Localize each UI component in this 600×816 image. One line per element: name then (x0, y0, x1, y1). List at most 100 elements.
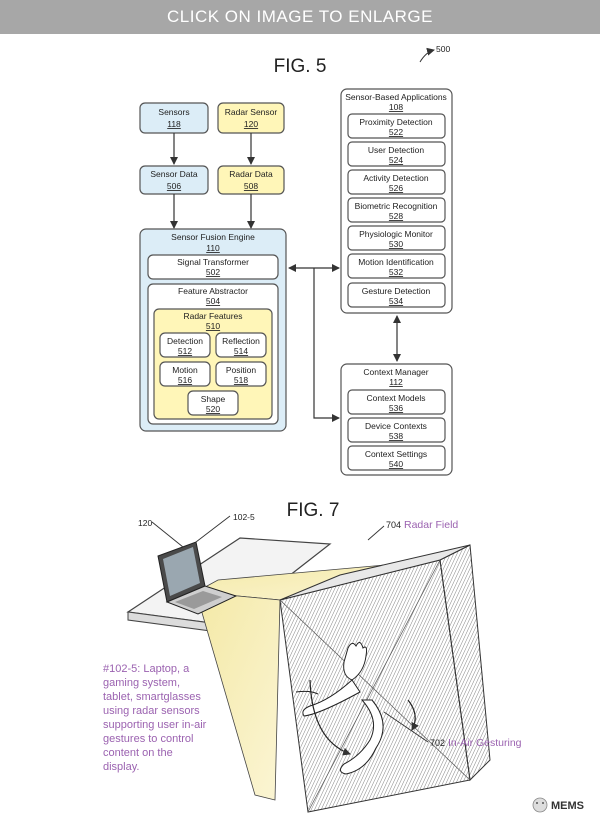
context-manager-label: Context Manager (363, 367, 428, 377)
context-ref: 538 (389, 431, 403, 441)
click-to-enlarge-banner[interactable]: CLICK ON IMAGE TO ENLARGE (0, 0, 600, 34)
radar-data-box: Radar Data 508 (217, 165, 285, 195)
radar-beam-front (195, 591, 281, 801)
app-gesture-detection: Gesture Detection 534 (347, 282, 446, 308)
fig7-leader-120 (151, 521, 184, 548)
signal-transformer-box: Signal Transformer 502 (147, 254, 279, 280)
fig7-ref-102-5: 102-5 (233, 512, 255, 522)
radar-features-ref: 510 (206, 321, 220, 331)
context-settings-box: Context Settings 540 (347, 445, 446, 471)
fig5-ref-leader (419, 47, 435, 63)
caption-line: display. (103, 761, 139, 773)
radar-features-label: Radar Features (183, 311, 242, 321)
radar-feature-label: Motion (172, 365, 198, 375)
sensor-fusion-engine-ref: 110 (206, 243, 220, 253)
radar-feature-ref: 514 (234, 346, 248, 356)
radar-field-volume (279, 544, 491, 813)
gesture-hand-illustration (295, 642, 384, 775)
context-label: Context Models (366, 393, 425, 403)
fig5-title: FIG. 5 (274, 56, 327, 77)
feature-abstractor-label: Feature Abstractor (178, 286, 248, 296)
device-contexts-box: Device Contexts 538 (347, 417, 446, 443)
app-label: Biometric Recognition (355, 201, 438, 211)
fusion-context-connector (313, 268, 340, 422)
context-ref: 540 (389, 459, 403, 469)
radar-feature-motion: Motion 516 (159, 361, 211, 387)
app-user-detection: User Detection 524 (347, 141, 446, 167)
caption-line: supporting user in-air (103, 719, 207, 731)
app-ref: 524 (389, 155, 403, 165)
caption-line: content on the (103, 747, 173, 759)
laptop-illustration (157, 541, 238, 615)
radar-sensor-label: Radar Sensor (225, 107, 278, 117)
caption-line: gaming system, (103, 677, 180, 689)
context-manager-ref: 112 (389, 377, 403, 387)
fig5-ref-number: 500 (436, 44, 450, 54)
sensor-based-applications-label: Sensor-Based Applications (345, 92, 447, 102)
app-label: Motion Identification (358, 257, 434, 267)
mems-watermark: MEMS (532, 797, 584, 813)
gesture-arc-arrow-right (407, 699, 419, 731)
context-label: Device Contexts (365, 421, 427, 431)
fig7-caption: #102-5: Laptop, a gaming system, tablet,… (103, 663, 207, 773)
caption-line: gestures to control (103, 733, 194, 745)
sensor-fusion-engine-label: Sensor Fusion Engine (171, 232, 255, 242)
sensor-data-label: Sensor Data (150, 169, 198, 179)
app-ref: 522 (389, 127, 403, 137)
radar-feature-label: Detection (167, 336, 203, 346)
radar-data-ref: 508 (244, 181, 258, 191)
radar-feature-ref: 516 (178, 375, 192, 385)
context-label: Context Settings (365, 449, 427, 459)
gesture-arc-arrow (309, 679, 351, 756)
caption-line: using radar sensors (103, 705, 200, 717)
sensors-label: Sensors (158, 107, 189, 117)
signal-transformer-label: Signal Transformer (177, 257, 249, 267)
fig7-ref-120: 120 (138, 518, 152, 528)
radar-data-label: Radar Data (229, 169, 273, 179)
radar-feature-detection: Detection 512 (159, 332, 211, 358)
app-ref: 526 (389, 183, 403, 193)
radar-feature-label: Reflection (222, 336, 260, 346)
radar-feature-ref: 518 (234, 375, 248, 385)
radar-feature-ref: 520 (206, 404, 220, 414)
app-ref: 532 (389, 267, 403, 277)
radar-field-label: Radar Field (404, 519, 458, 531)
radar-sensor-box: Radar Sensor 120 (217, 102, 285, 134)
radar-feature-ref: 512 (178, 346, 192, 356)
radar-sensor-ref: 120 (244, 119, 258, 129)
fig7-ref-704: 704 (386, 520, 401, 530)
sensor-data-box: Sensor Data 506 (139, 165, 209, 195)
app-motion-identification: Motion Identification 532 (347, 253, 446, 279)
feature-abstractor-ref: 504 (206, 296, 220, 306)
caption-line: tablet, smartglasses (103, 691, 201, 703)
app-proximity-detection: Proximity Detection 522 (347, 113, 446, 139)
radar-feature-label: Position (226, 365, 257, 375)
fig7-ref-702: 702 (430, 738, 445, 748)
sensor-data-ref: 506 (167, 181, 181, 191)
app-label: Activity Detection (363, 173, 428, 183)
fig7-leader-102-5 (195, 515, 231, 543)
app-ref: 530 (389, 239, 403, 249)
app-label: Physiologic Monitor (359, 229, 433, 239)
mems-watermark-text: MEMS (551, 800, 584, 812)
sensor-based-applications-ref: 108 (389, 102, 403, 112)
patent-figure: FIG. 5 500 Sensors 118 Radar Sensor 120 … (103, 44, 584, 813)
sensors-ref: 118 (167, 119, 181, 129)
app-physiologic-monitor: Physiologic Monitor 530 (347, 225, 446, 251)
radar-feature-label: Shape (201, 394, 226, 404)
in-air-gesturing-label: In-Air Gesturing (448, 737, 522, 749)
app-ref: 534 (389, 296, 403, 306)
radar-feature-shape: Shape 520 (187, 390, 239, 416)
sensors-box: Sensors 118 (139, 102, 209, 134)
context-ref: 536 (389, 403, 403, 413)
signal-transformer-ref: 502 (206, 267, 220, 277)
radar-feature-reflection: Reflection 514 (215, 332, 267, 358)
fig7-leader-702 (383, 711, 429, 743)
fig7-leader-704 (367, 525, 385, 541)
app-biometric-recognition: Biometric Recognition 528 (347, 197, 446, 223)
radar-feature-position: Position 518 (215, 361, 267, 387)
app-label: Proximity Detection (359, 117, 432, 127)
app-ref: 528 (389, 211, 403, 221)
caption-line: #102-5: Laptop, a (103, 663, 190, 675)
fig7-title: FIG. 7 (287, 500, 340, 521)
